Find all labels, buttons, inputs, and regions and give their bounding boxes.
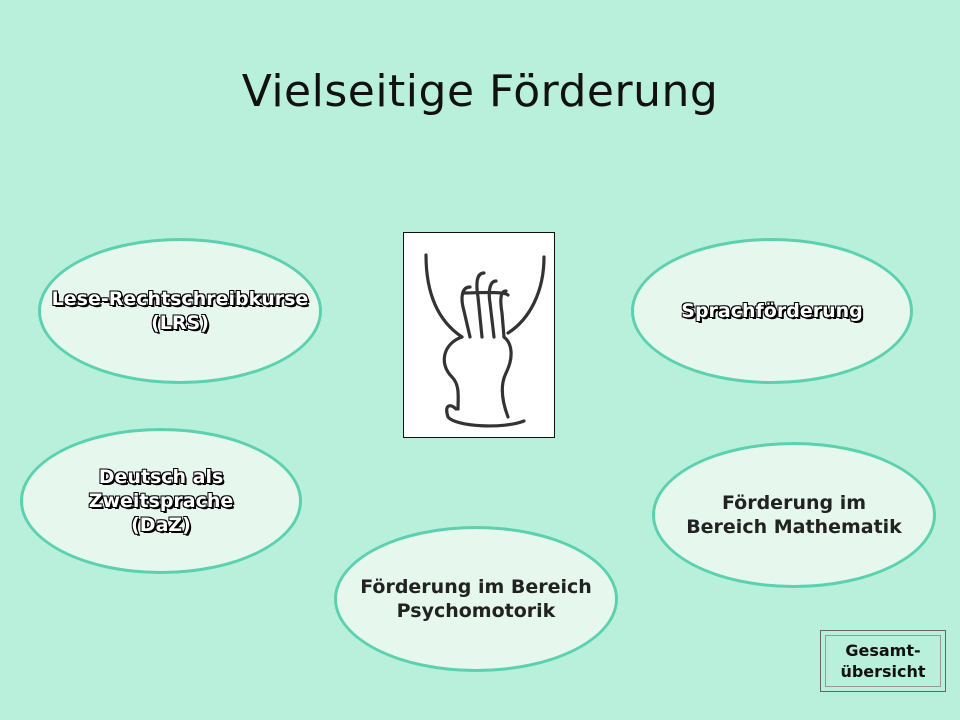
node-mathematik[interactable]: Förderung im Bereich Mathematik [652,442,936,588]
page-title: Vielseitige Förderung [241,66,719,117]
center-image [403,232,555,438]
node-lrs-label: Lese-Rechtschreibkurse (LRS) [51,288,309,334]
node-mathematik-label: Förderung im Bereich Mathematik [686,492,902,538]
node-lrs[interactable]: Lese-Rechtschreibkurse (LRS) [38,238,322,384]
overview-button-frame [825,635,941,687]
node-sprachfoerderung[interactable]: Sprachförderung [631,238,913,384]
overview-button-label: Gesamt- übersicht [840,641,926,681]
node-daz-label: Deutsch als Zweitsprache (DaZ) [88,466,234,536]
three-fingers-hand-icon [424,253,546,428]
node-daz[interactable]: Deutsch als Zweitsprache (DaZ) [20,428,302,574]
overview-button[interactable]: Gesamt- übersicht [820,630,946,692]
node-psychomotorik-label: Förderung im Bereich Psychomotorik [360,576,592,622]
node-sprachfoerderung-label: Sprachförderung [681,300,863,322]
node-psychomotorik[interactable]: Förderung im Bereich Psychomotorik [334,526,618,672]
